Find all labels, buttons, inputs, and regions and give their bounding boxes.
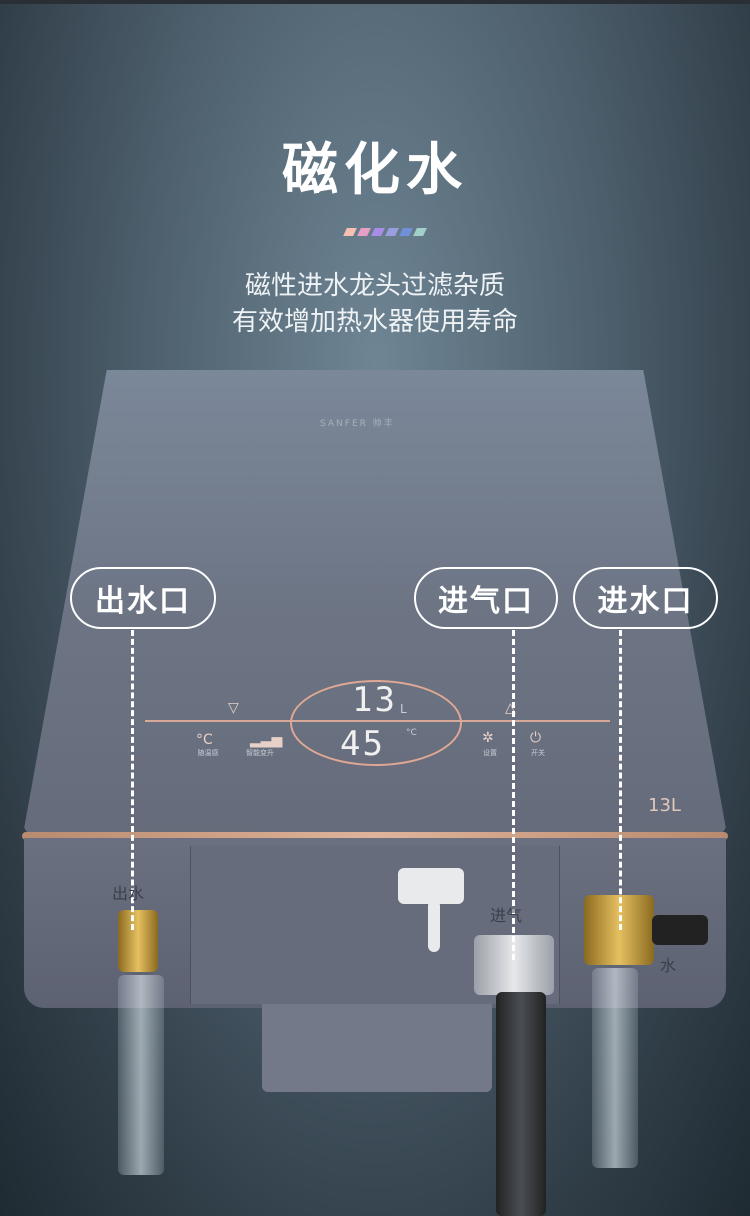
valve-stem <box>428 900 440 952</box>
outlet-fitting <box>118 910 158 972</box>
gas-hose <box>496 992 546 1216</box>
button-label: 设置 <box>483 749 497 757</box>
water-stream <box>592 968 638 1168</box>
inlet-tag: 水 <box>660 956 677 975</box>
accent-bars <box>343 228 427 236</box>
inlet-valve-handle <box>652 915 708 945</box>
gas-tag: 进气 <box>490 906 523 925</box>
mounting-bracket <box>262 1004 492 1092</box>
flow-unit: L <box>400 702 407 716</box>
temp-unit: °C <box>406 728 417 738</box>
gear-icon[interactable]: ✲ <box>482 730 494 746</box>
signal-bars-icon[interactable]: ▂▃▅ <box>250 732 283 748</box>
page-title: 磁化水 <box>282 138 468 203</box>
callout-line <box>131 630 134 930</box>
down-arrow-icon[interactable]: ▽ <box>228 700 239 716</box>
callout-water-inlet: 进水口 <box>573 567 718 629</box>
display-ring <box>290 680 462 766</box>
brand-logo: SANFER 帅丰 <box>320 419 395 429</box>
rose-gold-trim <box>22 832 728 840</box>
accent-bar <box>343 228 357 236</box>
accent-bar <box>371 228 385 236</box>
accent-bar <box>399 228 413 236</box>
button-label: 随温感 <box>197 749 219 757</box>
button-label: 智能变升 <box>246 749 274 757</box>
callout-line <box>619 630 622 930</box>
accent-bar <box>357 228 371 236</box>
water-stream <box>118 975 164 1175</box>
subtitle-line-1: 磁性进水龙头过滤杂质 <box>244 271 505 301</box>
callout-outlet: 出水口 <box>70 567 216 629</box>
outlet-tag: 出水 <box>112 884 145 903</box>
temperature-icon[interactable]: °C <box>196 732 213 748</box>
accent-bar <box>413 228 427 236</box>
up-arrow-icon[interactable]: △ <box>505 700 516 716</box>
power-icon[interactable]: ⏻ <box>530 730 542 746</box>
callout-line <box>512 630 515 960</box>
accent-bar <box>385 228 399 236</box>
model-badge: 13L <box>648 795 681 816</box>
valve-knob <box>398 868 464 904</box>
flow-readout: 13 <box>352 680 397 720</box>
temp-readout: 45 <box>340 724 385 764</box>
subtitle-line-2: 有效增加热水器使用寿命 <box>231 307 518 337</box>
button-label: 开关 <box>531 749 545 757</box>
callout-gas-inlet: 进气口 <box>414 567 558 629</box>
top-border <box>0 0 750 4</box>
